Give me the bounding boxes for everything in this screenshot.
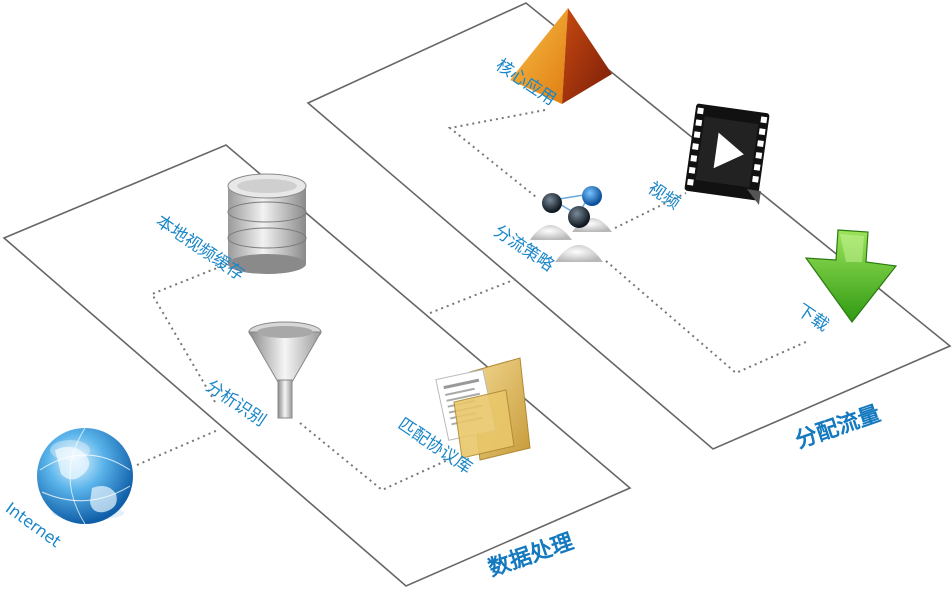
film-icon <box>684 103 772 205</box>
connector-plane-bridge <box>430 279 516 313</box>
connector-split-download <box>606 261 808 373</box>
plane-traffic-distribution <box>308 3 950 449</box>
download-arrow-icon <box>806 230 896 322</box>
connector-internet-analyze <box>137 430 218 465</box>
connector-core-split <box>450 110 545 197</box>
funnel-icon <box>249 322 321 418</box>
database-icon <box>228 174 306 274</box>
globe-icon <box>37 428 133 524</box>
